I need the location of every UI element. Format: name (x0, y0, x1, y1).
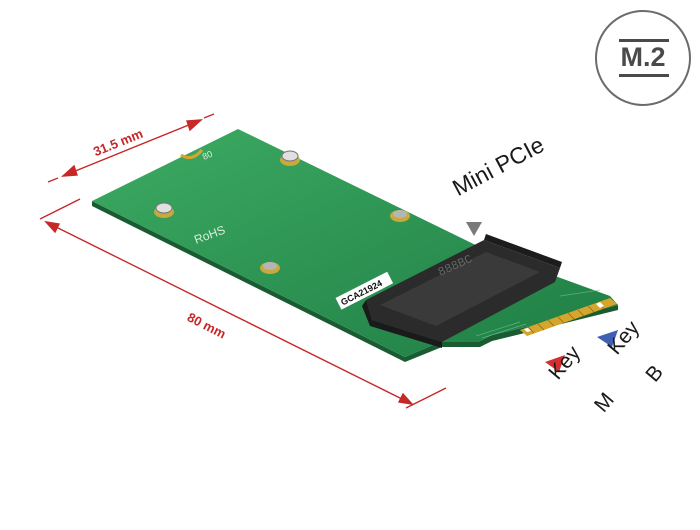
m2-badge: M.2 (595, 10, 691, 106)
badge-text: M.2 (620, 42, 666, 72)
badge-bottom-rule (619, 74, 669, 77)
key-m-arrow-icon (545, 355, 565, 372)
mini-pcie-connector: 888BC (362, 234, 562, 348)
key-b-notch (596, 302, 604, 308)
width-dimension-line (47, 113, 215, 183)
board-mark-silkscreen: 80 (201, 149, 214, 162)
callout-arrow (466, 222, 482, 236)
length-dimension-line (39, 198, 447, 409)
adapter-board: RoHS 80 GCA21924 888BC (92, 129, 618, 362)
key-m-notch (524, 328, 531, 332)
badge-top-rule (619, 39, 669, 42)
mounting-holes (154, 150, 410, 274)
screw-notch (180, 149, 204, 160)
key-b-arrow-icon (597, 330, 618, 347)
